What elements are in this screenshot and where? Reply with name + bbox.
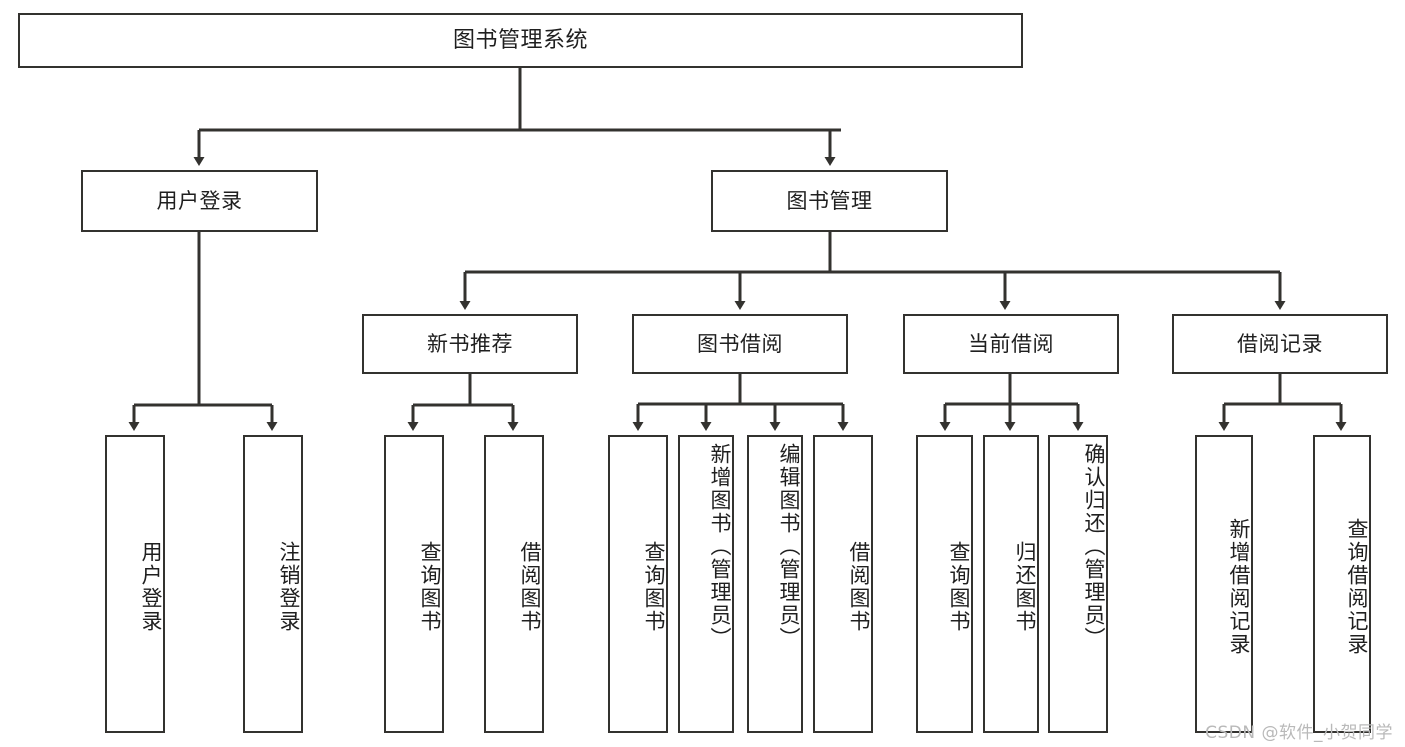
node-leaf-confirm-return-label: 确认归还（管理员）: [1082, 443, 1106, 650]
node-leaf-borrow-book-2[interactable]: 借阅图书: [813, 435, 873, 733]
node-new-book-recommend-label: 新书推荐: [427, 331, 513, 356]
node-book-manage-label: 图书管理: [786, 188, 873, 213]
node-user-login[interactable]: 用户登录: [81, 170, 318, 232]
node-leaf-query-record-label: 查询借阅记录: [1345, 518, 1369, 656]
node-leaf-query-book-3-label: 查询图书: [947, 541, 971, 633]
node-root-system[interactable]: 图书管理系统: [18, 13, 1023, 68]
node-current-borrow[interactable]: 当前借阅: [903, 314, 1119, 374]
node-leaf-logout[interactable]: 注销登录: [243, 435, 303, 733]
node-leaf-query-book-1-label: 查询图书: [418, 541, 442, 633]
node-new-book-recommend[interactable]: 新书推荐: [362, 314, 578, 374]
csdn-watermark: CSDN @软件_小贺同学: [1205, 723, 1393, 743]
node-leaf-add-record-label: 新增借阅记录: [1227, 518, 1251, 656]
node-leaf-query-book-2-label: 查询图书: [642, 541, 666, 633]
node-leaf-user-login[interactable]: 用户登录: [105, 435, 165, 733]
node-leaf-query-book-3[interactable]: 查询图书: [916, 435, 973, 733]
node-book-manage[interactable]: 图书管理: [711, 170, 948, 232]
node-leaf-confirm-return[interactable]: 确认归还（管理员）: [1048, 435, 1108, 733]
node-leaf-add-book-label: 新增图书（管理员）: [708, 443, 732, 650]
node-leaf-edit-book-label: 编辑图书（管理员）: [777, 443, 801, 650]
node-leaf-add-record[interactable]: 新增借阅记录: [1195, 435, 1253, 733]
node-current-borrow-label: 当前借阅: [968, 331, 1054, 356]
node-leaf-return-book-label: 归还图书: [1013, 541, 1037, 633]
node-leaf-user-login-label: 用户登录: [139, 541, 163, 633]
node-user-login-label: 用户登录: [156, 188, 243, 213]
node-leaf-query-record[interactable]: 查询借阅记录: [1313, 435, 1371, 733]
node-borrow-record[interactable]: 借阅记录: [1172, 314, 1388, 374]
node-leaf-logout-label: 注销登录: [277, 541, 301, 633]
node-leaf-query-book-1[interactable]: 查询图书: [384, 435, 444, 733]
node-borrow-record-label: 借阅记录: [1237, 331, 1323, 356]
node-leaf-borrow-book-1-label: 借阅图书: [518, 541, 542, 633]
node-leaf-borrow-book-2-label: 借阅图书: [847, 541, 871, 633]
node-leaf-edit-book[interactable]: 编辑图书（管理员）: [747, 435, 803, 733]
node-leaf-add-book[interactable]: 新增图书（管理员）: [678, 435, 734, 733]
node-book-borrow-label: 图书借阅: [697, 331, 783, 356]
node-leaf-borrow-book-1[interactable]: 借阅图书: [484, 435, 544, 733]
node-book-borrow[interactable]: 图书借阅: [632, 314, 848, 374]
node-leaf-query-book-2[interactable]: 查询图书: [608, 435, 668, 733]
node-leaf-return-book[interactable]: 归还图书: [983, 435, 1039, 733]
node-root-system-label: 图书管理系统: [452, 27, 588, 53]
